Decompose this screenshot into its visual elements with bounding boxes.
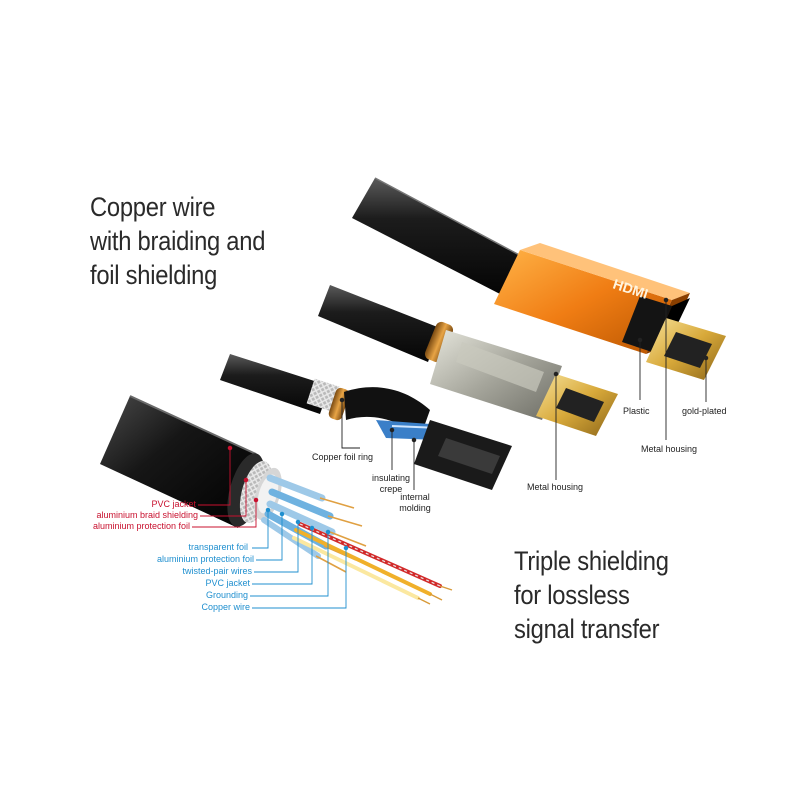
cable-cross-section — [100, 395, 453, 605]
label-pvc-jacket-outer: PVC jacket — [151, 499, 196, 509]
headline-bottom-line-1: Triple shielding — [514, 546, 669, 576]
label-internal-molding-line-1: internal — [400, 492, 430, 502]
label-internal-molding: internal molding — [392, 492, 438, 514]
leader-lines-blue — [250, 507, 349, 609]
silver-metal-housing — [430, 330, 562, 420]
cable-silver-connector — [318, 285, 618, 436]
headline-top: Copper wire with braiding and foil shiel… — [90, 190, 265, 292]
label-insulating-crepe: insulating crepe — [366, 473, 416, 495]
headline-bottom-line-3: signal transfer — [514, 614, 660, 644]
label-copper-foil-ring: Copper foil ring — [312, 452, 374, 462]
label-insulating-crepe-line-2: crepe — [379, 484, 403, 494]
single-colored-wires — [292, 522, 453, 605]
label-aluminium-protection-foil-inner: aluminium protection foil — [156, 554, 254, 564]
label-aluminium-braid-shielding: aluminium braid shielding — [96, 510, 198, 520]
label-metal-housing-silver: Metal housing — [527, 482, 584, 492]
label-pvc-jacket-inner: PVC jacket — [205, 578, 250, 588]
label-aluminium-protection-foil-outer: aluminium protection foil — [92, 521, 190, 531]
headline-bottom-line-2: for lossless — [514, 580, 630, 610]
silver-gold-plug — [536, 374, 618, 436]
label-insulating-crepe-line-1: insulating — [371, 473, 411, 483]
headline-bottom: Triple shielding for lossless signal tra… — [514, 544, 669, 646]
headline-top-line-2: with braiding and — [90, 226, 266, 256]
label-grounding: Grounding — [205, 590, 248, 600]
leader-lines-red — [192, 445, 259, 528]
leader-lines-dark — [339, 297, 709, 490]
cable-gold-connector: HDMI — [352, 177, 726, 380]
label-twisted-pair-wires: twisted-pair wires — [182, 566, 252, 576]
label-transparent-foil: transparent foil — [188, 542, 248, 552]
headline-top-line-3: foil shielding — [90, 260, 218, 290]
label-plastic: Plastic — [623, 406, 650, 416]
label-copper-wire: Copper wire — [201, 602, 250, 612]
headline-top-line-1: Copper wire — [90, 192, 216, 222]
cable-molding-cutaway — [220, 354, 512, 490]
label-gold-plated: gold-plated — [682, 406, 727, 416]
label-internal-molding-line-2: molding — [399, 503, 431, 513]
label-metal-housing-gold: Metal housing — [641, 444, 698, 454]
